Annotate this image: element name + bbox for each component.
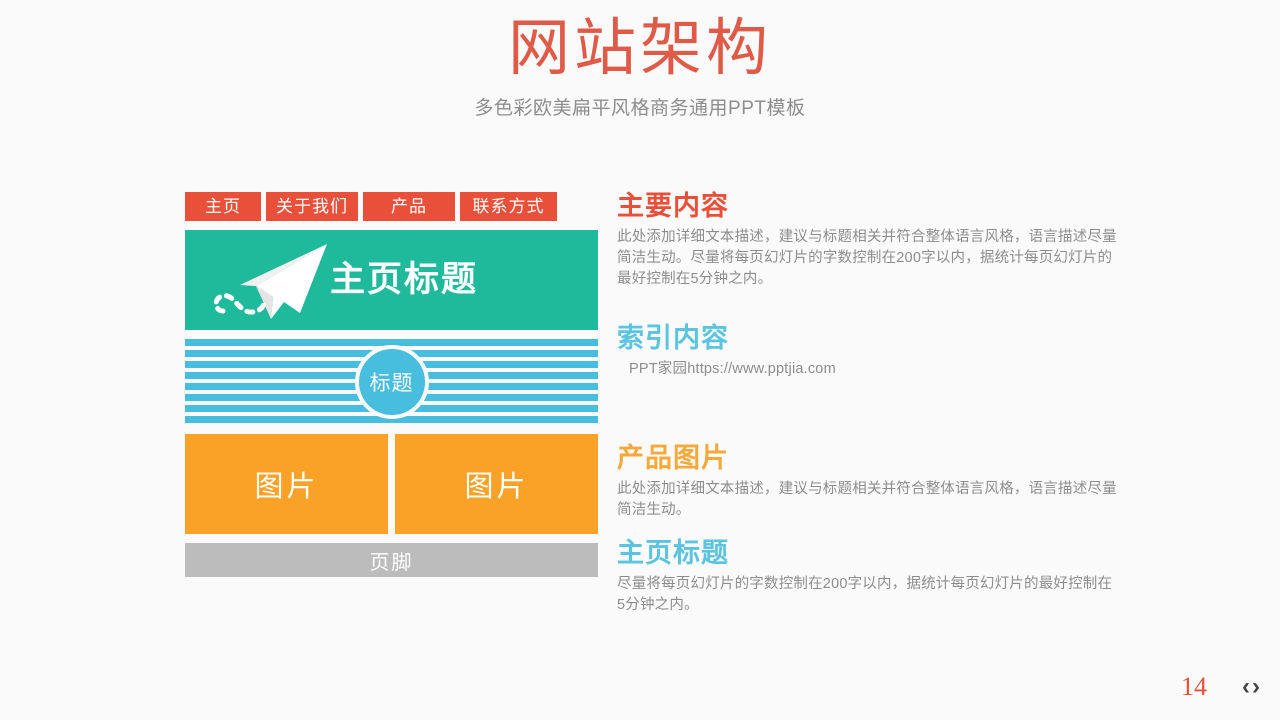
content-heading-homepage: 主页标题 [617, 538, 729, 568]
previous-slide-icon[interactable]: ‹ [1242, 673, 1250, 700]
content-block-homepage: 主页标题 尽量将每页幻灯片的字数控制在200字以内，据统计每页幻灯片的最好控制在… [617, 535, 1117, 616]
slide-pager: ‹ › [1242, 674, 1260, 700]
next-slide-icon[interactable]: › [1252, 673, 1260, 700]
stripe-line [185, 339, 598, 346]
website-mockup: 主页 关于我们 产品 联系方式 主页标题 标题 图 [185, 192, 598, 577]
content-block-product: 产品图片 此处添加详细文本描述，建议与标题相关并符合整体语言风格，语言描述尽量简… [617, 440, 1117, 521]
page-title: 网站架构 [507, 15, 772, 83]
nav-tab-home[interactable]: 主页 [185, 192, 261, 221]
content-heading-product: 产品图片 [617, 443, 729, 473]
mockup-footer-bar: 页脚 [185, 543, 598, 577]
mockup-hero-banner: 主页标题 [185, 230, 598, 330]
gallery-image-placeholder-2[interactable]: 图片 [395, 434, 598, 534]
nav-tab-products[interactable]: 产品 [363, 192, 455, 221]
spacer [617, 521, 1117, 535]
page-subtitle: 多色彩欧美扁平风格商务通用PPT模板 [474, 98, 806, 119]
page-number: 14 [1181, 672, 1207, 701]
content-block-main: 主要内容 此处添加详细文本描述，建议与标题相关并符合整体语言风格，语言描述尽量简… [617, 188, 1117, 290]
mockup-gallery: 图片 图片 [185, 434, 598, 534]
content-block-index: 索引内容 PPT家园https://www.pptjia.com [617, 320, 1117, 380]
nav-tab-about[interactable]: 关于我们 [266, 192, 358, 221]
content-body-homepage: 尽量将每页幻灯片的字数控制在200字以内，据统计每页幻灯片的最好控制在5分钟之内… [617, 576, 1113, 613]
spacer [617, 290, 1117, 320]
mockup-hero-title: 主页标题 [330, 260, 479, 299]
gallery-image-placeholder-1[interactable]: 图片 [185, 434, 388, 534]
slide-body: 主页 关于我们 产品 联系方式 主页标题 标题 图 [0, 178, 1280, 618]
content-body-index: PPT家园https://www.pptjia.com [629, 361, 836, 377]
content-heading-index: 索引内容 [617, 323, 729, 353]
content-column: 主要内容 此处添加详细文本描述，建议与标题相关并符合整体语言风格，语言描述尽量简… [617, 188, 1117, 616]
nav-tab-contact[interactable]: 联系方式 [460, 192, 557, 221]
spacer [617, 380, 1117, 440]
slide-header: 网站架构 多色彩欧美扁平风格商务通用PPT模板 [0, 0, 1280, 124]
content-heading-main: 主要内容 [617, 191, 729, 221]
content-body-main: 此处添加详细文本描述，建议与标题相关并符合整体语言风格，语言描述尽量简洁生动。尽… [617, 229, 1117, 287]
mockup-stripes-section: 标题 [185, 339, 598, 425]
content-body-product: 此处添加详细文本描述，建议与标题相关并符合整体语言风格，语言描述尽量简洁生动。 [617, 481, 1117, 518]
paper-plane-icon [213, 244, 327, 319]
mockup-navbar: 主页 关于我们 产品 联系方式 [185, 192, 598, 221]
mockup-center-badge: 标题 [354, 345, 429, 419]
stripe-line [185, 416, 598, 423]
